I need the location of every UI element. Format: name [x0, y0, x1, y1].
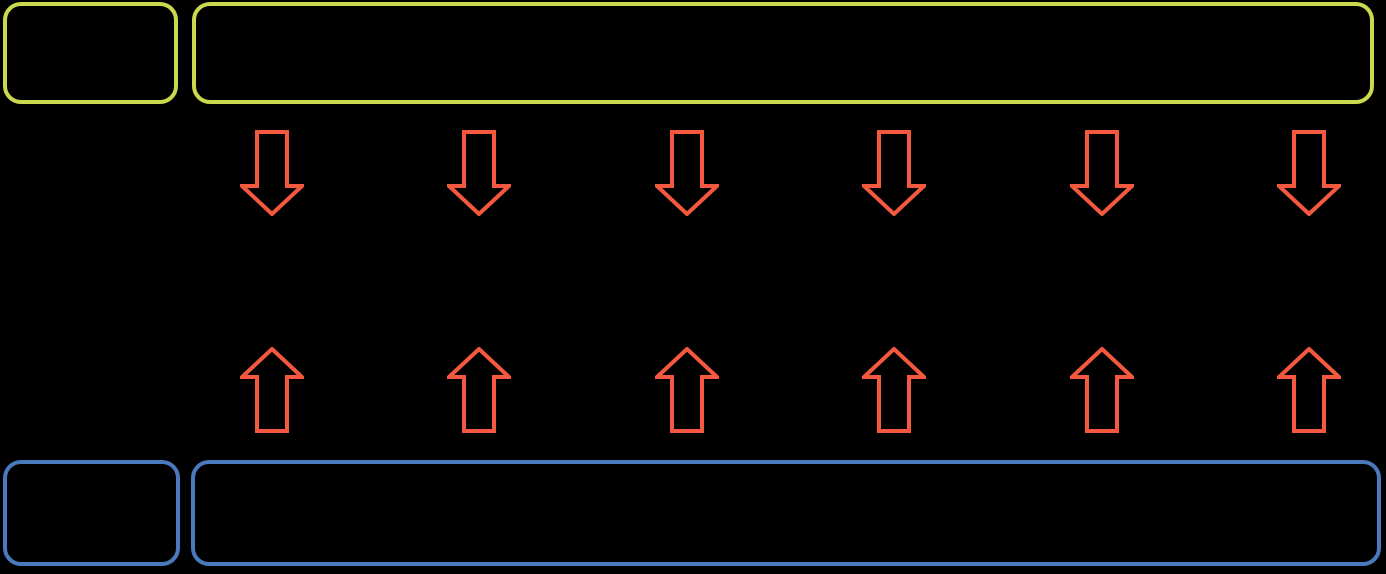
up-arrow-icon: [1070, 347, 1134, 433]
down-arrow-icon: [1070, 130, 1134, 216]
up-arrow-icon: [1277, 347, 1341, 433]
up-arrow-icon: [862, 347, 926, 433]
up-arrow-icon: [447, 347, 511, 433]
bottom-left-small-box: [3, 460, 180, 566]
down-arrow-icon: [1277, 130, 1341, 216]
down-arrow-icon: [862, 130, 926, 216]
top-wide-box: [192, 2, 1374, 104]
down-arrow-icon: [655, 130, 719, 216]
down-arrow-icon: [447, 130, 511, 216]
up-arrow-icon: [240, 347, 304, 433]
down-arrow-icon: [240, 130, 304, 216]
top-left-small-box: [3, 2, 178, 104]
bottom-wide-box: [191, 460, 1381, 566]
up-arrow-icon: [655, 347, 719, 433]
